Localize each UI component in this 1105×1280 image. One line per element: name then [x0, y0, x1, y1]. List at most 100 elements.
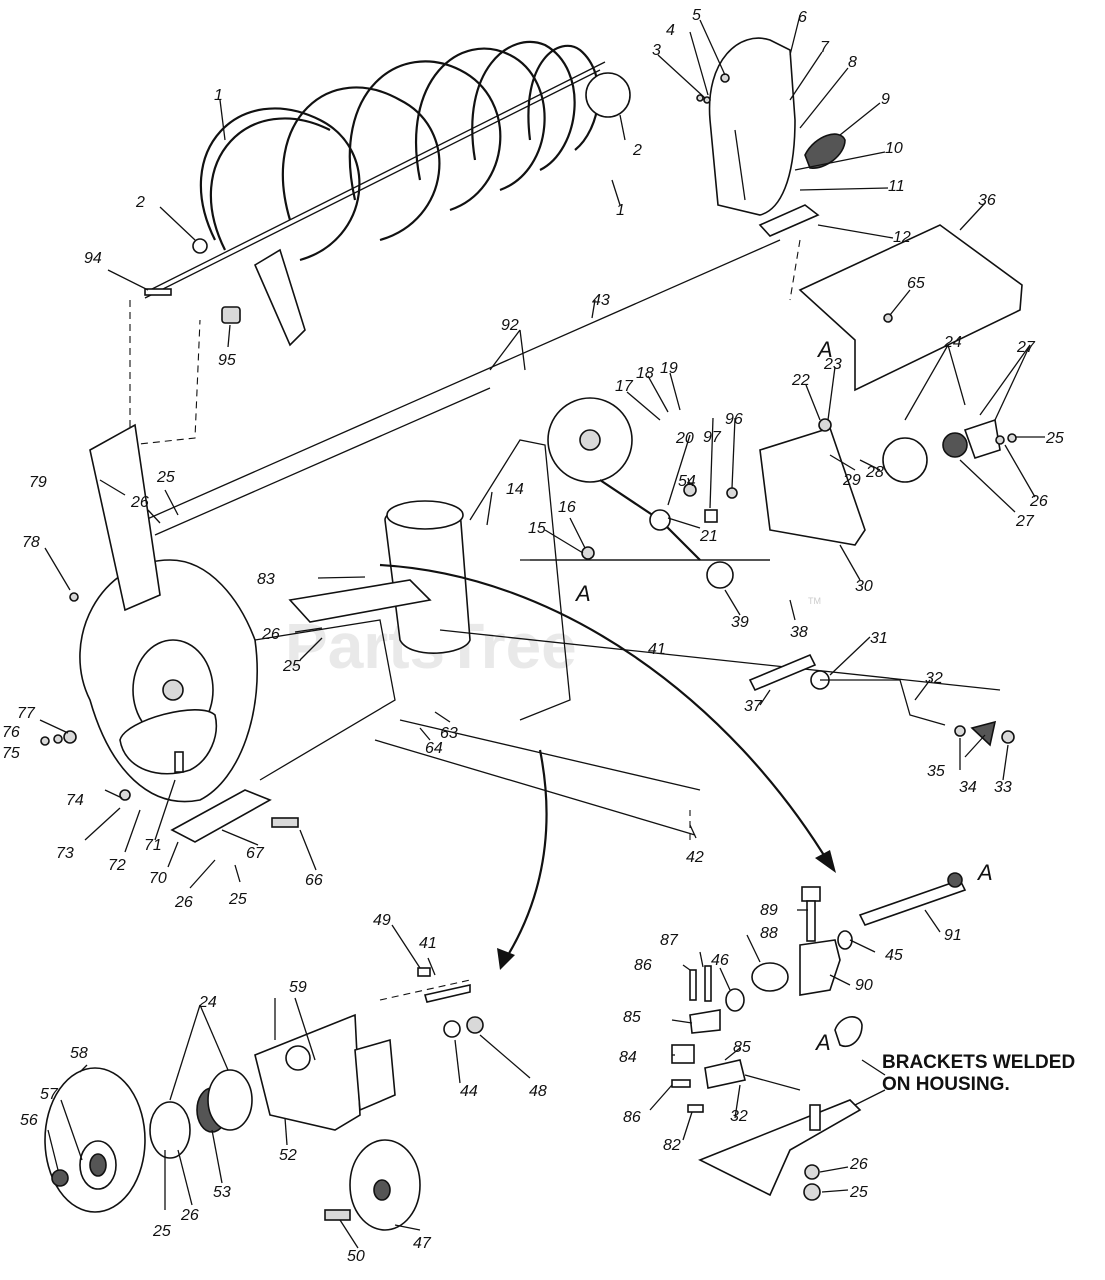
idler-20 [649, 509, 671, 531]
label-85b: 85 [733, 1039, 751, 1056]
plate-52 [254, 1013, 361, 1131]
label-88: 88 [760, 925, 778, 942]
label-86a: 86 [634, 957, 652, 974]
label-64: 64 [425, 740, 443, 757]
label-11: 11 [888, 178, 905, 195]
flange-24 [882, 437, 928, 483]
label-5: 5 [692, 7, 701, 24]
label-25e: 25 [152, 1223, 171, 1240]
label-73: 73 [56, 845, 74, 862]
label-86b: 86 [623, 1109, 641, 1126]
shear-pin-94 [144, 288, 172, 296]
leader-lines [39, 14, 1045, 1249]
nut-96 [726, 487, 738, 499]
chute-collar [386, 500, 464, 530]
label-18: 18 [636, 365, 654, 382]
label-44: 44 [460, 1083, 478, 1100]
part-labels: 1 1 2 2 3 4 5 6 7 8 9 10 11 12 14 15 16 … [2, 7, 1064, 1265]
label-24b: 24 [198, 994, 217, 1011]
label-26b: 26 [261, 626, 280, 643]
housing-30 [759, 427, 866, 546]
label-31: 31 [870, 630, 888, 647]
label-96: 96 [725, 411, 743, 428]
label-74: 74 [66, 792, 84, 809]
brace-79 [89, 423, 161, 612]
label-82: 82 [663, 1137, 681, 1154]
welded-bracket [698, 1099, 862, 1197]
nut-33 [1001, 730, 1015, 744]
label-32a: 32 [925, 670, 943, 687]
shield-assembly [798, 224, 1023, 392]
washer-46 [725, 988, 745, 1012]
label-34: 34 [959, 779, 977, 796]
sprocket-39 [706, 561, 734, 589]
knob-34 [970, 720, 997, 747]
nut-56 [51, 1169, 69, 1187]
nut-48 [466, 1016, 484, 1034]
pulley-assembly [44, 967, 484, 1231]
label-26e: 26 [180, 1207, 199, 1224]
label-33: 33 [994, 779, 1012, 796]
bearing-housing-30 [759, 418, 1017, 546]
label-29: 29 [842, 472, 861, 489]
label-25b: 25 [282, 658, 301, 675]
label-25d: 25 [228, 891, 247, 908]
label-4: 4 [666, 22, 675, 39]
label-1b: 1 [616, 202, 625, 219]
label-70: 70 [149, 870, 167, 887]
bearing-2 [192, 238, 208, 254]
label-12: 12 [893, 229, 911, 246]
latch-71 [174, 751, 184, 773]
pin-86b [671, 1079, 691, 1088]
label-59: 59 [289, 979, 307, 996]
bolt-50 [324, 1209, 351, 1221]
label-27b: 27 [1015, 513, 1035, 530]
auger-sprocket [585, 72, 631, 118]
bushing-88 [751, 962, 789, 992]
label-3: 3 [652, 42, 661, 59]
label-8: 8 [848, 54, 857, 71]
label-26c: 26 [1029, 493, 1048, 510]
key-41 [423, 984, 471, 1003]
label-32b: 32 [730, 1108, 748, 1125]
label-87: 87 [660, 932, 679, 949]
label-9: 9 [881, 91, 890, 108]
pin-49 [417, 967, 431, 977]
label-53: 53 [213, 1184, 231, 1201]
pin-86a [689, 969, 697, 1001]
chute-assembly [696, 37, 846, 301]
screw-65 [883, 313, 893, 323]
label-85a: 85 [623, 1009, 641, 1026]
label-65: 65 [907, 275, 925, 292]
rod-91 [858, 879, 967, 926]
nut-25 [1007, 433, 1017, 443]
spacer-95 [221, 306, 241, 324]
label-17: 17 [615, 378, 634, 395]
label-91: 91 [944, 927, 962, 944]
ref-letter-a-3: A [976, 860, 993, 885]
label-41a: 41 [648, 641, 666, 658]
watermark-tm: TM [808, 596, 821, 606]
label-72: 72 [108, 857, 126, 874]
shield-36 [798, 224, 1023, 392]
label-26a: 26 [130, 494, 149, 511]
label-27a: 27 [1016, 339, 1036, 356]
welded-bracket-small [834, 1016, 863, 1047]
label-92: 92 [501, 317, 519, 334]
label-89: 89 [760, 902, 778, 919]
label-71: 71 [144, 837, 162, 854]
label-84: 84 [619, 1049, 637, 1066]
block-85b [704, 1059, 746, 1089]
label-25a: 25 [156, 469, 175, 486]
label-46: 46 [711, 952, 729, 969]
label-94: 94 [84, 250, 102, 267]
label-20: 20 [675, 430, 694, 447]
label-78: 78 [22, 534, 40, 551]
washer-26 [995, 435, 1005, 445]
washer-15 [581, 546, 595, 560]
label-36: 36 [978, 192, 996, 209]
label-25c: 25 [1045, 430, 1064, 447]
spacer-97 [704, 509, 718, 523]
washer-45 [837, 930, 853, 950]
chute-gear-9 [804, 133, 846, 169]
